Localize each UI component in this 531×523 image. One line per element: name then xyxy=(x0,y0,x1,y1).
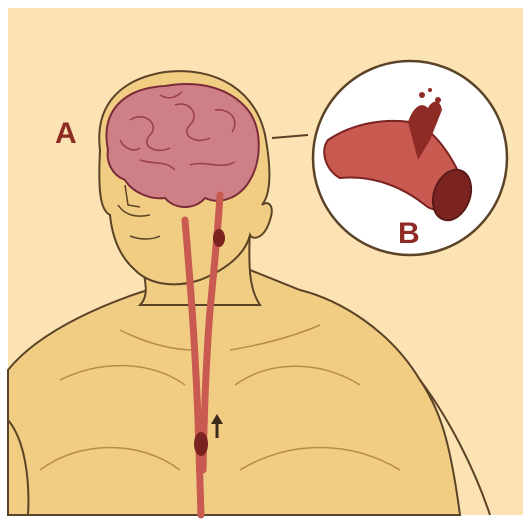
blood-drop-3 xyxy=(428,88,432,92)
blood-clot-icon xyxy=(194,432,208,456)
label-a: A xyxy=(55,117,77,150)
label-b: B xyxy=(398,217,420,250)
blood-drop-1 xyxy=(419,92,425,98)
blood-clot-upper xyxy=(213,229,225,247)
blood-drop-2 xyxy=(435,97,441,103)
